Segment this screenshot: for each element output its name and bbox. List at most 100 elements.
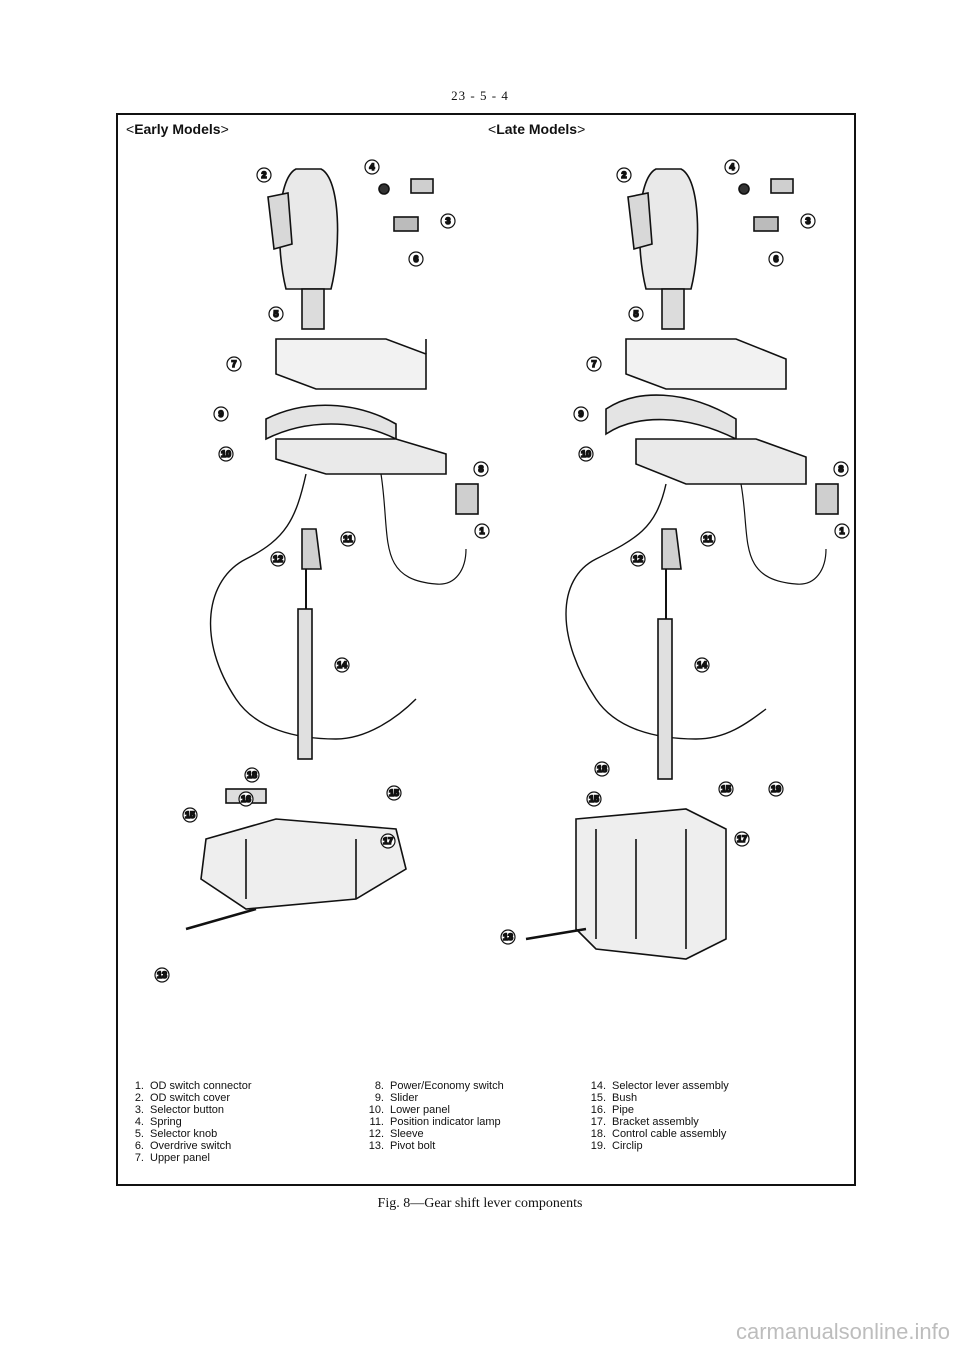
early-shift-lever-drawing: 2 4 3 6 5 7 9 10 8 1 11 12 14 18 16 15 1… <box>154 159 490 983</box>
od-switch-cover-part <box>627 192 653 251</box>
legend-item: 10.Lower panel <box>368 1104 450 1116</box>
callout-8: 8 <box>838 464 843 474</box>
power-economy-switch-part <box>815 483 839 515</box>
early-models-diagram: 2 4 3 6 5 7 9 10 8 1 11 12 14 18 16 15 1… <box>126 139 491 983</box>
callout-12: 12 <box>633 554 643 564</box>
pivot-bolt-part <box>525 927 587 941</box>
selector-button-part <box>410 178 434 194</box>
callout-6: 6 <box>413 254 418 264</box>
legend-item: 8.Power/Economy switch <box>374 1080 504 1092</box>
legend-item: 2.OD switch cover <box>134 1092 231 1104</box>
callout-13: 13 <box>157 970 167 980</box>
legend-item: 17.Bracket assembly <box>590 1116 699 1128</box>
upper-panel-part <box>625 338 787 390</box>
callout-3: 3 <box>445 216 450 226</box>
early-models-label: Early Models <box>134 121 221 137</box>
sleeve-part <box>661 528 682 570</box>
callout-8: 8 <box>478 464 483 474</box>
callout-7: 7 <box>591 359 596 369</box>
knob-shaft-part <box>301 288 325 330</box>
late-shift-lever-drawing: 2 4 3 6 5 7 9 10 8 1 11 12 14 18 15 19 1… <box>500 159 850 960</box>
bracket-assembly-part <box>200 818 407 910</box>
power-economy-switch-part <box>455 483 479 515</box>
callout-10: 10 <box>221 449 231 459</box>
callout-16: 16 <box>241 794 251 804</box>
callout-4: 4 <box>369 162 374 172</box>
overdrive-switch-part <box>753 216 779 232</box>
knob-shaft-part <box>661 288 685 330</box>
wiring-harness-part <box>380 473 467 585</box>
callout-15: 15 <box>185 810 195 820</box>
slider-part <box>265 404 397 441</box>
callout-15b: 15 <box>389 788 399 798</box>
overdrive-switch-part <box>393 216 419 232</box>
callout-1: 1 <box>839 526 844 536</box>
pivot-bolt-part <box>185 907 257 931</box>
early-models-heading: <Early Models> <box>126 121 229 137</box>
legend-item: 3.Selector button <box>134 1104 224 1116</box>
legend-item: 6.Overdrive switch <box>134 1140 232 1152</box>
callout-5: 5 <box>633 309 638 319</box>
lower-panel-part <box>275 438 447 475</box>
callout-17: 17 <box>383 836 393 846</box>
callout-4: 4 <box>729 162 734 172</box>
selector-lever-part <box>657 618 673 780</box>
od-switch-cover-part <box>267 192 293 251</box>
callout-6: 6 <box>773 254 778 264</box>
callout-1: 1 <box>479 526 484 536</box>
callout-14: 14 <box>697 660 707 670</box>
lower-panel-part <box>635 438 807 485</box>
legend-item: 4.Spring <box>134 1116 182 1128</box>
legend-item: 19.Circlip <box>590 1140 643 1152</box>
spring-part <box>738 183 750 195</box>
callout-11: 11 <box>703 534 713 544</box>
callout-2: 2 <box>261 170 266 180</box>
sleeve-part <box>301 528 322 570</box>
callout-15: 15 <box>721 784 731 794</box>
callout-9: 9 <box>218 409 223 419</box>
control-cable-part <box>565 483 767 740</box>
callout-14: 14 <box>337 660 347 670</box>
callout-7: 7 <box>231 359 236 369</box>
legend-item: 16.Pipe <box>590 1104 635 1116</box>
legend-item: 15.Bush <box>590 1092 638 1104</box>
callout-19: 19 <box>771 784 781 794</box>
late-models-heading: <Late Models> <box>488 121 586 137</box>
callout-13: 13 <box>503 932 513 942</box>
legend-item: 14.Selector lever assembly <box>590 1080 729 1092</box>
selector-lever-part <box>297 608 313 760</box>
late-models-diagram: 2 4 3 6 5 7 9 10 8 1 11 12 14 18 15 19 1… <box>486 139 851 969</box>
legend-item: 12.Sleeve <box>368 1128 424 1140</box>
control-cable-part <box>209 473 417 740</box>
legend-item: 18.Control cable assembly <box>590 1128 727 1140</box>
legend-item: 7.Upper panel <box>134 1152 210 1164</box>
page-number: 23 - 5 - 4 <box>451 88 509 103</box>
callout-15b: 15 <box>589 794 599 804</box>
legend-column-3: 14.Selector lever assembly 15.Bush 16.Pi… <box>588 1080 729 1152</box>
legend-column-1: 1.OD switch connector 2.OD switch cover … <box>126 1080 252 1164</box>
legend-item: 5.Selector knob <box>134 1128 218 1140</box>
callout-17: 17 <box>737 834 747 844</box>
callout-11: 11 <box>343 534 353 544</box>
legend-item: 1.OD switch connector <box>134 1080 252 1092</box>
legend-item: 11.Position indicator lamp <box>369 1116 501 1128</box>
callout-10: 10 <box>581 449 591 459</box>
callout-18: 18 <box>247 770 257 780</box>
late-models-label: Late Models <box>496 121 578 137</box>
legend-item: 9.Slider <box>374 1092 419 1104</box>
watermark: carmanualsonline.info <box>735 1319 950 1344</box>
callout-18: 18 <box>597 764 607 774</box>
callout-9: 9 <box>578 409 583 419</box>
bracket-assembly-part <box>575 808 727 960</box>
spring-part <box>378 183 390 195</box>
callout-5: 5 <box>273 309 278 319</box>
slider-part <box>605 394 737 441</box>
wiring-harness-part <box>740 483 827 585</box>
callout-3: 3 <box>805 216 810 226</box>
callout-12: 12 <box>273 554 283 564</box>
selector-button-part <box>770 178 794 194</box>
upper-panel-part <box>275 338 427 390</box>
figure-frame: <Early Models> <Late Models> <box>116 113 856 1186</box>
legend-column-2: 8.Power/Economy switch 9.Slider 10.Lower… <box>366 1080 504 1152</box>
callout-2: 2 <box>621 170 626 180</box>
